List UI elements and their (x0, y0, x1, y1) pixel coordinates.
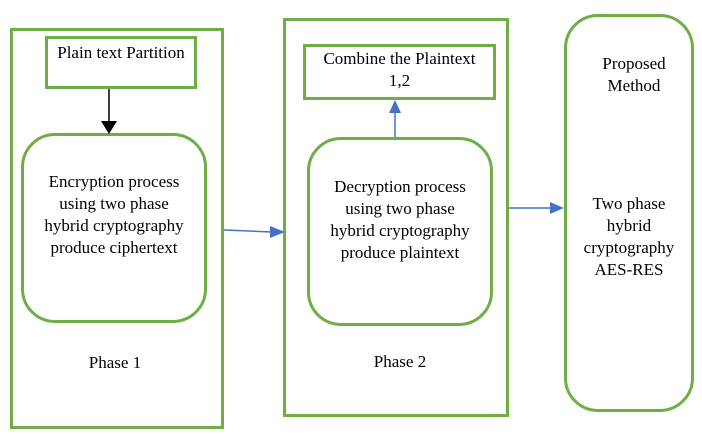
plain-text-partition-box (45, 36, 197, 89)
encryption-process-label: Encryption process using two phase hybri… (44, 172, 184, 257)
arrow-partition-to-encryption (101, 89, 117, 134)
proposed-method-body: Two phase hybrid cryptography AES-RES (583, 194, 675, 279)
arrow-phase2-to-proposed (509, 202, 564, 214)
decryption-process-label: Decryption process using two phase hybri… (330, 177, 470, 262)
combine-plaintext-box (303, 44, 496, 100)
phase-1-label: Phase 1 (88, 353, 142, 372)
proposed-method-box (564, 14, 694, 412)
encryption-process-box (21, 133, 207, 323)
combine-plaintext-label: Combine the Plaintext 1,2 (323, 49, 476, 90)
plain-text-partition-label: Plain text Partition (57, 43, 185, 62)
phase-2-label: Phase 2 (373, 352, 427, 371)
decryption-process-box (307, 137, 493, 326)
arrow-decryption-to-combine (389, 100, 401, 137)
arrow-phase1-to-phase2 (223, 226, 285, 238)
proposed-method-title: Proposed Method (602, 54, 666, 95)
